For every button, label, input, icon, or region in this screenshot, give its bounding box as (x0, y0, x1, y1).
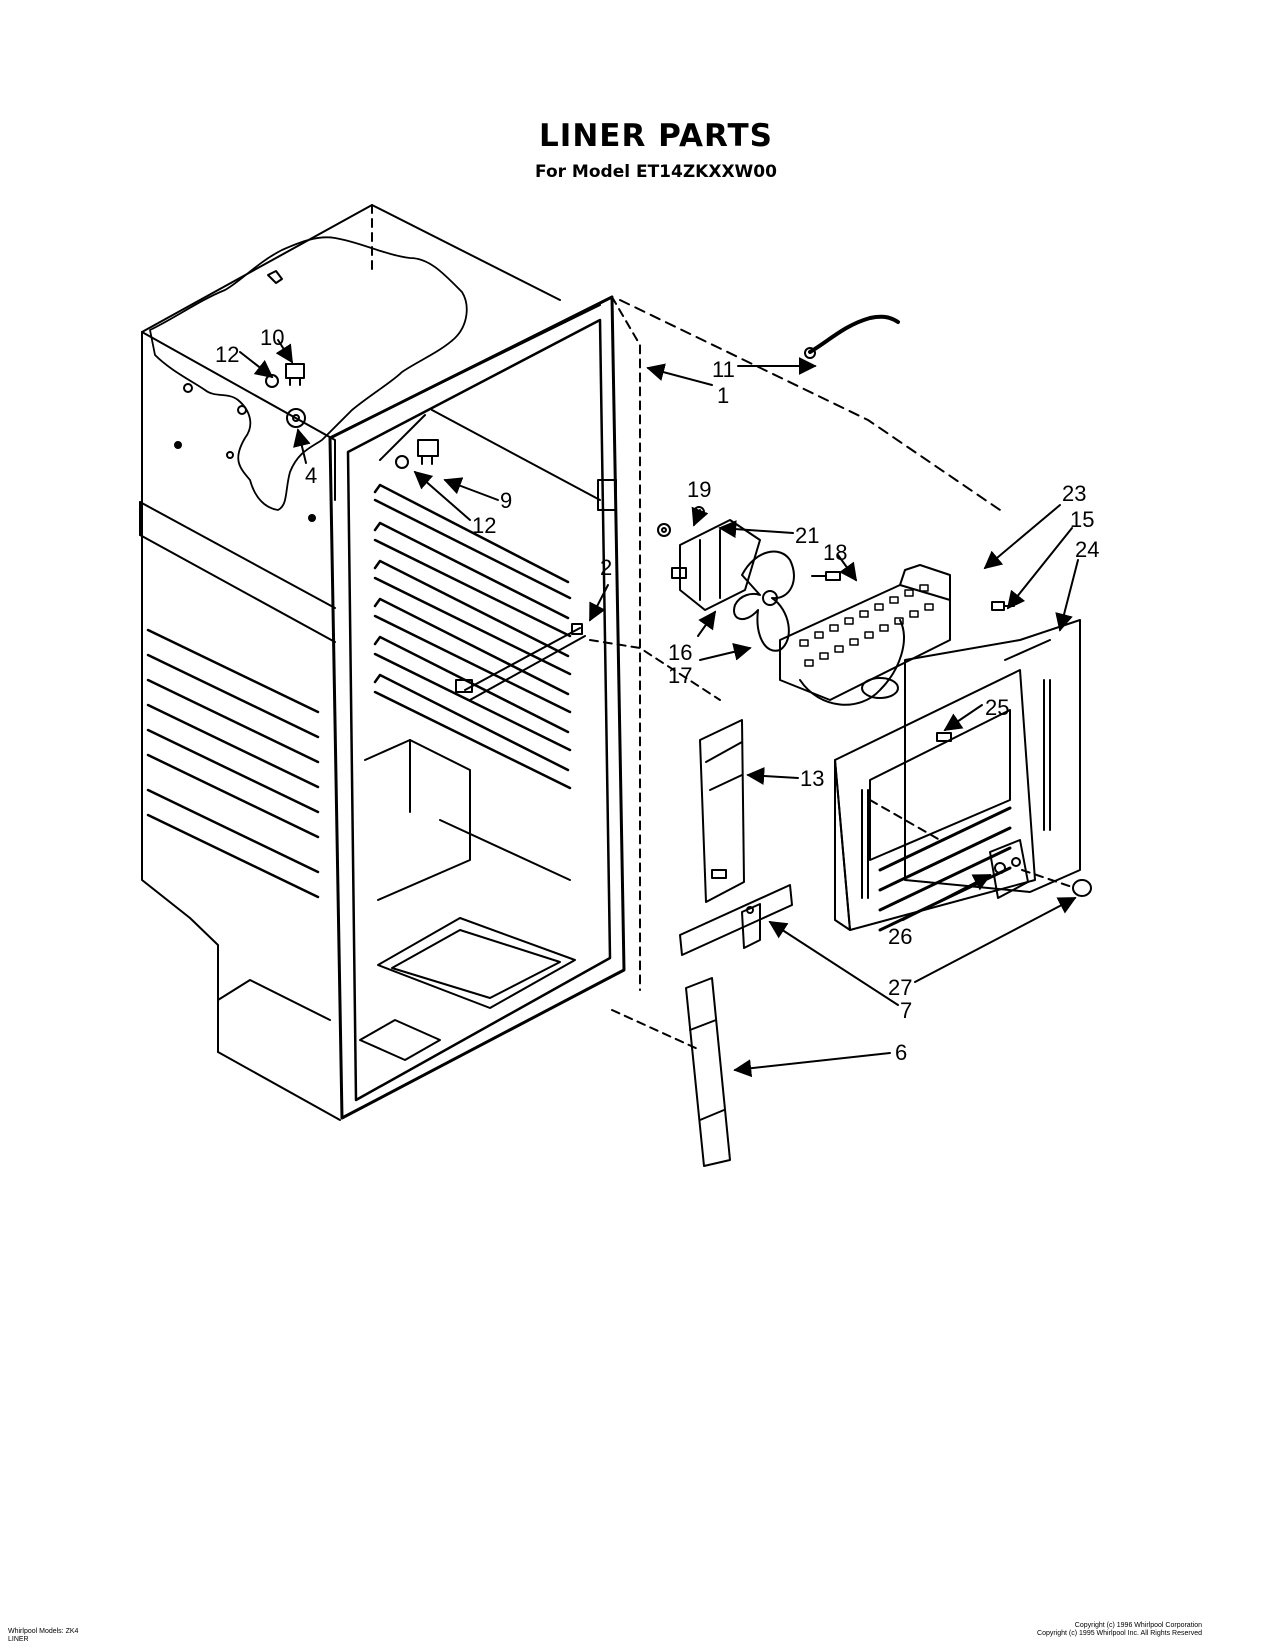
callout-19: 19 (687, 477, 711, 502)
plug-27 (1021, 869, 1092, 897)
callout-23: 23 (1062, 481, 1086, 506)
callout-15: 15 (1070, 507, 1094, 532)
bracket-26 (989, 839, 1029, 899)
leader-lines (239, 339, 1079, 1078)
callout-7: 7 (900, 998, 912, 1023)
thermostat-bracket (395, 439, 439, 469)
sensor-cable (455, 623, 586, 701)
footer-right-line-2: Copyright (c) 1995 Whirlpool Inc. All Ri… (1037, 1630, 1202, 1637)
panel-6 (685, 977, 731, 1167)
callout-25: 25 (985, 695, 1009, 720)
callout-2: 2 (600, 555, 612, 580)
callout-6: 6 (895, 1040, 907, 1065)
footer-left-line-2: LINER (8, 1636, 29, 1643)
callout-9: 9 (500, 488, 512, 513)
footer-right-line-1: Copyright (c) 1996 Whirlpool Corporation (1074, 1622, 1202, 1629)
panel-13 (699, 719, 745, 903)
callout-12-top: 12 (215, 342, 239, 367)
page-title: LINER PARTS (539, 118, 773, 154)
cord (804, 314, 900, 359)
baffle-7 (679, 884, 793, 956)
callout-13: 13 (800, 766, 824, 791)
fan-shroud (779, 564, 951, 706)
model-subtitle: For Model ET14ZKXXW00 (535, 162, 777, 182)
cabinet-liner (139, 204, 1001, 1121)
footer-model-note: Whirlpool Models: ZK4 LINER (8, 1628, 78, 1644)
callout-26: 26 (888, 924, 912, 949)
callout-1: 1 (717, 383, 729, 408)
freezer-hardware (265, 363, 306, 428)
callout-labels: 11 1 12 10 4 9 12 2 19 21 18 16 17 23 15… (215, 325, 1099, 1065)
callout-21: 21 (795, 523, 819, 548)
callout-27: 27 (888, 975, 912, 1000)
callout-10: 10 (260, 325, 284, 350)
footer-copyright: Copyright (c) 1996 Whirlpool Corporation… (1037, 1622, 1202, 1638)
callout-11: 11 (712, 357, 735, 382)
evaporator-cover (904, 619, 1081, 893)
callout-12-mid: 12 (472, 513, 496, 538)
callout-16: 16 (668, 640, 692, 665)
callout-4: 4 (305, 463, 317, 488)
callout-17: 17 (668, 663, 692, 688)
callout-24: 24 (1075, 537, 1099, 562)
footer-left-line-1: Whirlpool Models: ZK4 (8, 1628, 79, 1635)
callout-18: 18 (823, 540, 847, 565)
